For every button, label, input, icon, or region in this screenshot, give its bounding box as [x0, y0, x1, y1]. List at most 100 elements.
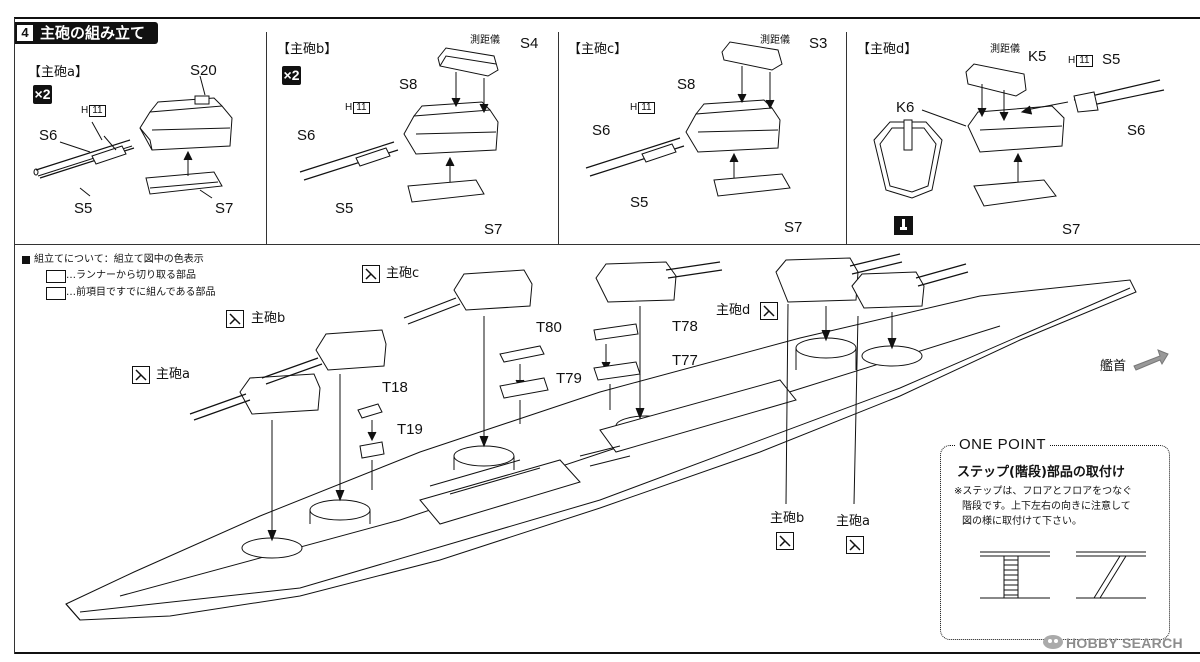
panel-a-label-s5: S5 [74, 200, 93, 217]
panel-c-turret [685, 99, 781, 153]
panel-b-base [407, 179, 485, 203]
ship-label-turret-a: 主砲a [156, 367, 190, 382]
legend-title: 組立てについて：組立て図中の色表示 [34, 254, 204, 265]
panel-d-label-s5: S5 [1102, 51, 1121, 68]
panel-c-heading: 【主砲c】 [568, 42, 628, 57]
panel-b-label-s5: S5 [335, 200, 354, 217]
turret-d-icon [760, 302, 778, 320]
panel-a-multiplier: ×2 [33, 85, 52, 104]
legend-item-1: …ランナーから切り取る部品 [66, 270, 196, 281]
ship-label-turret-d: 主砲d [716, 303, 751, 318]
panel-c-label-rangefinder: 測距儀 [760, 35, 790, 46]
one-point-subtitle: ステップ(階段)部品の取付け [957, 465, 1125, 480]
panel-b-multiplier: ×2 [282, 66, 301, 85]
ship-part-t18 [357, 403, 383, 419]
ship-turret-b [261, 329, 387, 385]
ship-label-lower-b: 主砲b [770, 511, 805, 526]
panel-d-label-k6: K6 [896, 99, 915, 116]
panel-divider-2 [558, 32, 559, 244]
turret-c-icon [362, 265, 380, 283]
panel-c-label-s8: S8 [677, 76, 696, 93]
legend-item-2: …前項目ですでに組んである部品 [66, 287, 216, 298]
glue-mark-icon [894, 216, 913, 235]
panel-divider-1 [266, 32, 267, 244]
panel-divider-3 [846, 32, 847, 244]
lower-a-icon [846, 536, 864, 554]
panel-a-turret [139, 95, 233, 151]
bottom-rule [14, 652, 1200, 654]
panel-d-heading: 【主砲d】 [857, 42, 918, 57]
watermark-text: HOBBY SEARCH [1066, 635, 1183, 651]
section-number: 4 [17, 25, 33, 41]
panel-b-label-s8: S8 [399, 76, 418, 93]
panel-a-label-s6: S6 [39, 127, 58, 144]
panel-b-label-s6: S6 [297, 127, 316, 144]
panel-d-base [973, 179, 1057, 207]
bow-direction-arrow [1133, 349, 1169, 371]
section-header [14, 22, 158, 44]
panel-c-label-s7: S7 [784, 219, 803, 236]
ship-label-t79: T79 [556, 370, 582, 387]
watermark-logo-icon [1042, 634, 1064, 650]
panel-d-label-k5: K5 [1028, 48, 1047, 65]
ship-turret-c [403, 269, 533, 325]
panel-c-label-s3: S3 [809, 35, 828, 52]
ship-label-t18: T18 [382, 379, 408, 396]
panel-a-label-s20: S20 [190, 62, 217, 79]
panel-c-label-s5: S5 [630, 194, 649, 211]
ship-superstructure [419, 379, 797, 525]
panel-b-barrels [299, 141, 399, 181]
lower-b-icon [776, 532, 794, 550]
legend-marker [22, 256, 30, 264]
panel-a-base [145, 171, 223, 195]
panel-d-label-s6: S6 [1127, 122, 1146, 139]
section-title: 主砲の組み立て [40, 24, 146, 42]
panel-d-turret [967, 105, 1065, 153]
panel-a-barrels [33, 139, 135, 179]
panel-b-rangefinder [437, 47, 499, 77]
panel-b-label-s7: S7 [484, 221, 503, 238]
panel-b-heading: 【主砲b】 [277, 42, 338, 57]
ship-hull [65, 279, 1137, 621]
one-point-note-1: ※ステップは、フロアとフロアをつなぐ [954, 486, 1133, 497]
one-point-title: ONE POINT [955, 436, 1051, 454]
ship-part-t79 [499, 377, 549, 399]
panel-c-rangefinder [721, 41, 783, 71]
ship-label-turret-c: 主砲c [386, 266, 420, 281]
turret-b-icon [226, 310, 244, 328]
panel-c-base [713, 173, 791, 197]
panel-d-deck-plan [873, 119, 943, 199]
step-illustration [980, 551, 1146, 599]
one-point-note-3: 図の様に取付けて下さい。 [962, 516, 1082, 527]
ship-turret-aft-a [851, 263, 969, 309]
ship-turret-aft-b [775, 253, 903, 303]
ship-part-t19 [359, 441, 385, 459]
legend-swatch-1 [46, 270, 66, 283]
panel-d-rangefinder [965, 63, 1027, 97]
ship-label-t77: T77 [672, 352, 698, 369]
ship-turret-d [595, 261, 723, 303]
ship-part-t78 [593, 323, 639, 341]
panel-b-label-rangefinder: 測距儀 [470, 35, 500, 46]
panel-d-label-rangefinder: 測距儀 [990, 44, 1020, 55]
ship-label-turret-b: 主砲b [251, 311, 286, 326]
one-point-note-2: 階段です。上下左右の向きに注意して [962, 501, 1131, 512]
ship-label-t78: T78 [672, 318, 698, 335]
ship-part-t77 [593, 361, 641, 381]
panel-c-label-s6: S6 [592, 122, 611, 139]
ship-turret-a [189, 373, 321, 421]
panel-c-barrels [585, 137, 685, 177]
panel-a-label-s7: S7 [215, 200, 234, 217]
ship-label-lower-a: 主砲a [836, 514, 870, 529]
ship-part-t80 [499, 345, 545, 363]
panel-d-label-s7: S7 [1062, 221, 1081, 238]
left-rule [14, 18, 15, 654]
panel-b-label-s4: S4 [520, 35, 539, 52]
ship-label-t19: T19 [397, 421, 423, 438]
top-rule [14, 17, 1200, 19]
